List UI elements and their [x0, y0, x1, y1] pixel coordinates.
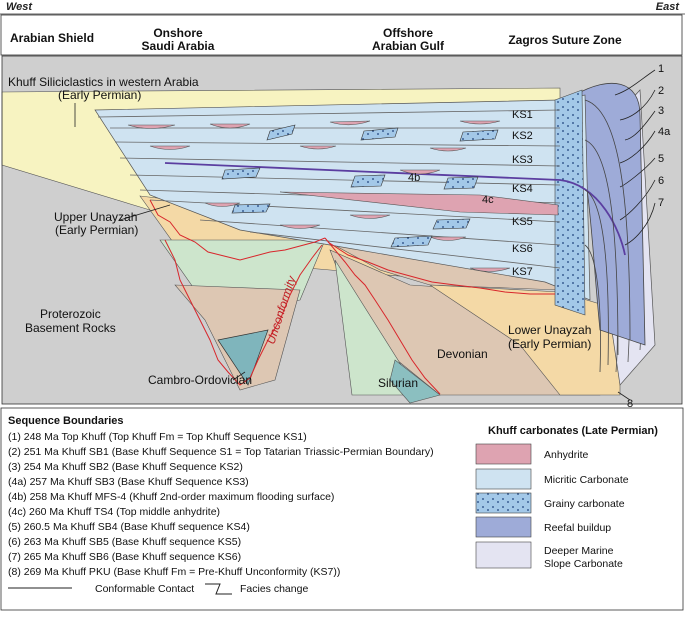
fan-boundary-lines	[584, 99, 631, 373]
sequence-boundary-item: (8) 269 Ma Khuff PKU (Base Khuff Fm = Pr…	[8, 566, 340, 578]
lower-unayzah-label: Lower Unayzah	[508, 323, 591, 337]
anhydrite-4c-wedge	[279, 191, 559, 216]
surface-label-4b: 4b	[408, 172, 420, 184]
khuff-siliciclastics-label: Khuff Siliciclastics in western Arabia	[8, 75, 199, 89]
unconformity-lines	[149, 199, 555, 395]
legend-panel	[0, 407, 684, 611]
lower-unayzah-age: (Early Permian)	[508, 337, 591, 351]
boundary-number-2: 2	[658, 85, 664, 97]
boundary-leaders	[614, 69, 656, 401]
sequence-label-ks3: KS3	[512, 154, 533, 166]
sequence-boundary-item: (6) 263 Ma Khuff SB5 (Base Khuff sequenc…	[8, 536, 241, 548]
khuff-legend-title: Khuff carbonates (Late Permian)	[488, 425, 658, 437]
paleozoic-green-east	[334, 259, 421, 396]
facies-change-label: Facies change	[240, 583, 308, 595]
upper-unayzah-label: Upper Unayzah	[54, 210, 137, 224]
boundary-number-8: 8	[627, 398, 633, 410]
cambro-ordovician-label: Cambro-Ordovician	[148, 373, 252, 387]
silurian-label: Silurian	[378, 376, 418, 390]
upper-unayzah-age: (Early Permian)	[55, 223, 138, 237]
header-band	[0, 14, 683, 56]
sequence-label-ks2: KS2	[512, 130, 533, 142]
region-onshore: Onshore	[153, 26, 203, 40]
legend-swatch-micritic	[475, 468, 532, 490]
sequence-boundary-item: (3) 254 Ma Khuff SB2 (Base Khuff Sequenc…	[8, 461, 243, 473]
sequence-boundaries-title: Sequence Boundaries	[8, 415, 124, 427]
mfs-4b-line	[164, 162, 626, 256]
upper-unayzah-leader	[119, 204, 171, 221]
legend-label-anhydrite: Anhydrite	[544, 449, 589, 461]
region-offshore: Offshore	[383, 26, 433, 40]
sequence-boundary-item: (7) 265 Ma Khuff SB6 (Base Khuff sequenc…	[8, 551, 241, 563]
boundary-number-7: 7	[658, 197, 664, 209]
boundary-number-1: 1	[658, 63, 664, 75]
khuff-siliciclastics-age: (Early Permian)	[58, 88, 141, 102]
conformable-contact-label: Conformable Contact	[95, 583, 194, 595]
legend-label-grainy: Grainy carbonate	[544, 498, 625, 510]
legend-label-deeper-marine: Deeper Marine	[544, 545, 614, 557]
sequence-boundary-item: (2) 251 Ma Khuff SB1 (Base Khuff Sequenc…	[8, 446, 434, 458]
sequence-boundary-item: (4a) 257 Ma Khuff SB3 (Base Khuff Sequen…	[8, 476, 249, 488]
proterozoic-label: Proterozoic	[40, 307, 101, 321]
sequence-boundaries-list: (1) 248 Ma Top Khuff (Top Khuff Fm = Top…	[8, 431, 434, 578]
region-saudi-arabia: Saudi Arabia	[142, 39, 215, 53]
grainy-shelf-margin	[554, 89, 586, 316]
region-arabian-shield: Arabian Shield	[10, 31, 94, 45]
region-arabian-gulf: Arabian Gulf	[372, 39, 445, 53]
sequence-boundary-item: (5) 260.5 Ma Khuff SB4 (Base Khuff seque…	[8, 521, 250, 533]
sequence-label-ks1: KS1	[512, 109, 533, 121]
legend-swatch-grainy	[475, 492, 532, 514]
legend-label-slope-carbonate: Slope Carbonate	[544, 558, 623, 570]
west-label: West	[6, 1, 33, 13]
sequence-boundary-item: (4c) 260 Ma Khuff TS4 (Top middle anhydr…	[8, 506, 220, 518]
sequence-boundary-item: (4b) 258 Ma Khuff MFS-4 (Khuff 2nd-order…	[8, 491, 334, 503]
legend-swatch-deeper-marine	[475, 541, 532, 569]
devonian-label: Devonian	[437, 347, 488, 361]
boundary-number-5: 5	[658, 153, 664, 165]
boundary-number-6: 6	[658, 175, 664, 187]
facies-change-symbol	[205, 583, 232, 595]
east-label: East	[656, 1, 681, 13]
section-frame	[1, 55, 683, 405]
anhydrite-lenses	[127, 120, 511, 272]
sequence-label-ks4: KS4	[512, 183, 533, 195]
legend-label-micritic: Micritic Carbonate	[544, 474, 629, 486]
legend-label-reefal: Reefal buildup	[544, 522, 611, 534]
cambro-leader	[232, 371, 246, 381]
sequence-label-ks6: KS6	[512, 243, 533, 255]
grainy-shoals	[221, 124, 499, 248]
boundary-number-3: 3	[658, 105, 664, 117]
boundary-number-4a: 4a	[658, 126, 671, 138]
legend-swatch-reefal	[475, 516, 532, 538]
sequence-label-ks7: KS7	[512, 266, 533, 278]
silurian-layer	[389, 359, 441, 404]
basement-rocks-label: Basement Rocks	[25, 321, 116, 335]
sequence-label-ks5: KS5	[512, 216, 533, 228]
region-zagros: Zagros Suture Zone	[508, 33, 622, 47]
legend-swatch-anhydrite	[475, 443, 532, 465]
surface-label-4c: 4c	[482, 194, 494, 206]
sequence-boundary-item: (1) 248 Ma Top Khuff (Top Khuff Fm = Top…	[8, 431, 307, 443]
cambro-ordovician-body	[217, 329, 269, 386]
